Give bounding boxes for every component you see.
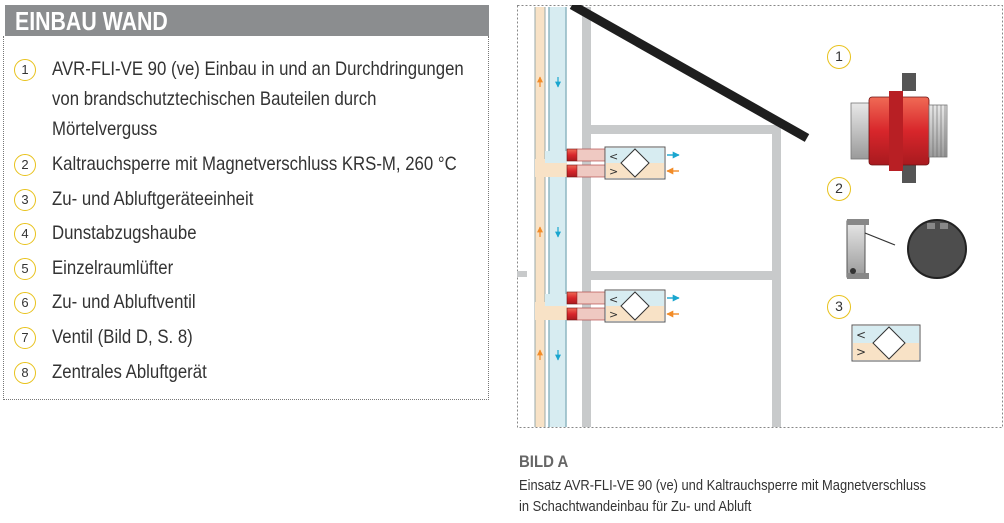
figure-caption-line: Einsatz AVR-FLI-VE 90 (ve) und Kaltrauch… <box>519 477 926 494</box>
svg-text:>: > <box>609 165 618 178</box>
legend-item-text: Einzelraumlüfter <box>52 253 173 283</box>
legend-item-line: Ventil (Bild D, S. 8) <box>52 326 193 348</box>
legend-item-text: Zu- und Abluftventil <box>52 287 196 317</box>
svg-text:<: < <box>609 150 618 163</box>
detail-1-fire-valve <box>850 73 948 183</box>
legend-item-text: Zu- und Abluftgeräteeinheit <box>52 184 253 214</box>
legend-item: 3 Zu- und Abluftgeräteeinheit <box>14 188 286 214</box>
legend-item-line: Einzelraumlüfter <box>52 257 174 279</box>
legend-item-line: AVR-FLI-VE 90 (ve) Einbau in und an Durc… <box>52 58 464 80</box>
legend-item-text: Zentrales Abluftgerät <box>52 357 207 387</box>
legend-item-text: AVR-FLI-VE 90 (ve) Einbau in und an Durc… <box>52 54 464 144</box>
callout-3: 3 <box>827 295 851 319</box>
number-badge: 5 <box>14 258 36 280</box>
legend-item-line: Zentrales Abluftgerät <box>52 361 207 383</box>
legend-item: 7 Ventil (Bild D, S. 8) <box>14 326 216 352</box>
section-header: EINBAU WAND <box>5 5 489 36</box>
legend-item-text: Dunstabzugshaube <box>52 218 197 248</box>
legend-item-line: Mörtelverguss <box>52 118 158 140</box>
legend-item-line: Kaltrauchsperre mit Magnetverschluss KRS… <box>52 153 457 175</box>
number-badge: 8 <box>14 362 36 384</box>
legend-item: 2 Kaltrauchsperre mit Magnetverschluss KR… <box>14 153 523 179</box>
legend-item-text: Ventil (Bild D, S. 8) <box>52 322 193 352</box>
legend-item-line: Dunstabzugshaube <box>52 222 197 244</box>
legend-item: 6 Zu- und Abluftventil <box>14 291 219 317</box>
figure-caption-line: in Schachtwandeinbau für Zu- und Abluft <box>519 498 752 515</box>
detail-2-smoke-barrier <box>846 219 967 279</box>
svg-text:>: > <box>609 308 618 321</box>
number-badge: 7 <box>14 327 36 349</box>
building-walls <box>517 7 781 427</box>
number-badge: 2 <box>14 154 36 176</box>
figure-caption-title: BILD A <box>519 452 569 471</box>
legend-list: 1 AVR-FLI-VE 90 (ve) Einbau in und an Dur… <box>3 36 489 400</box>
svg-text:<: < <box>856 328 866 342</box>
legend-item: 4 Dunstabzugshaube <box>14 222 220 248</box>
callout-2: 2 <box>827 177 851 201</box>
installation-diagram: < > < > <box>517 5 1004 429</box>
legend-item: 1 AVR-FLI-VE 90 (ve) Einbau in und an Dur… <box>14 58 531 144</box>
roof-line <box>569 5 810 142</box>
legend-item: 5 Einzelraumlüfter <box>14 257 193 283</box>
legend-item-line: von brandschutztechischen Bauteilen durc… <box>52 88 377 110</box>
legend-item-text: Kaltrauchsperre mit Magnetverschluss KRS… <box>52 149 457 179</box>
branch-lower: < > <box>535 289 680 323</box>
svg-text:<: < <box>609 293 618 306</box>
branch-upper: < > <box>535 146 680 180</box>
callout-1: 1 <box>827 45 851 69</box>
svg-text:>: > <box>856 345 866 359</box>
detail-3-vent-unit: < > <box>851 324 921 362</box>
section-title: EINBAU WAND <box>15 6 168 36</box>
number-badge: 4 <box>14 223 36 245</box>
diagram-svg: < > < > <box>517 5 1003 428</box>
shaft <box>534 7 567 427</box>
number-badge: 1 <box>14 59 36 81</box>
diagram-frame <box>517 5 1003 428</box>
number-badge: 3 <box>14 189 36 211</box>
legend-item: 8 Zentrales Abluftgerät <box>14 361 232 387</box>
number-badge: 6 <box>14 292 36 314</box>
legend-item-line: Zu- und Abluftventil <box>52 291 196 313</box>
legend-item-line: Zu- und Abluftgeräteeinheit <box>52 188 254 210</box>
